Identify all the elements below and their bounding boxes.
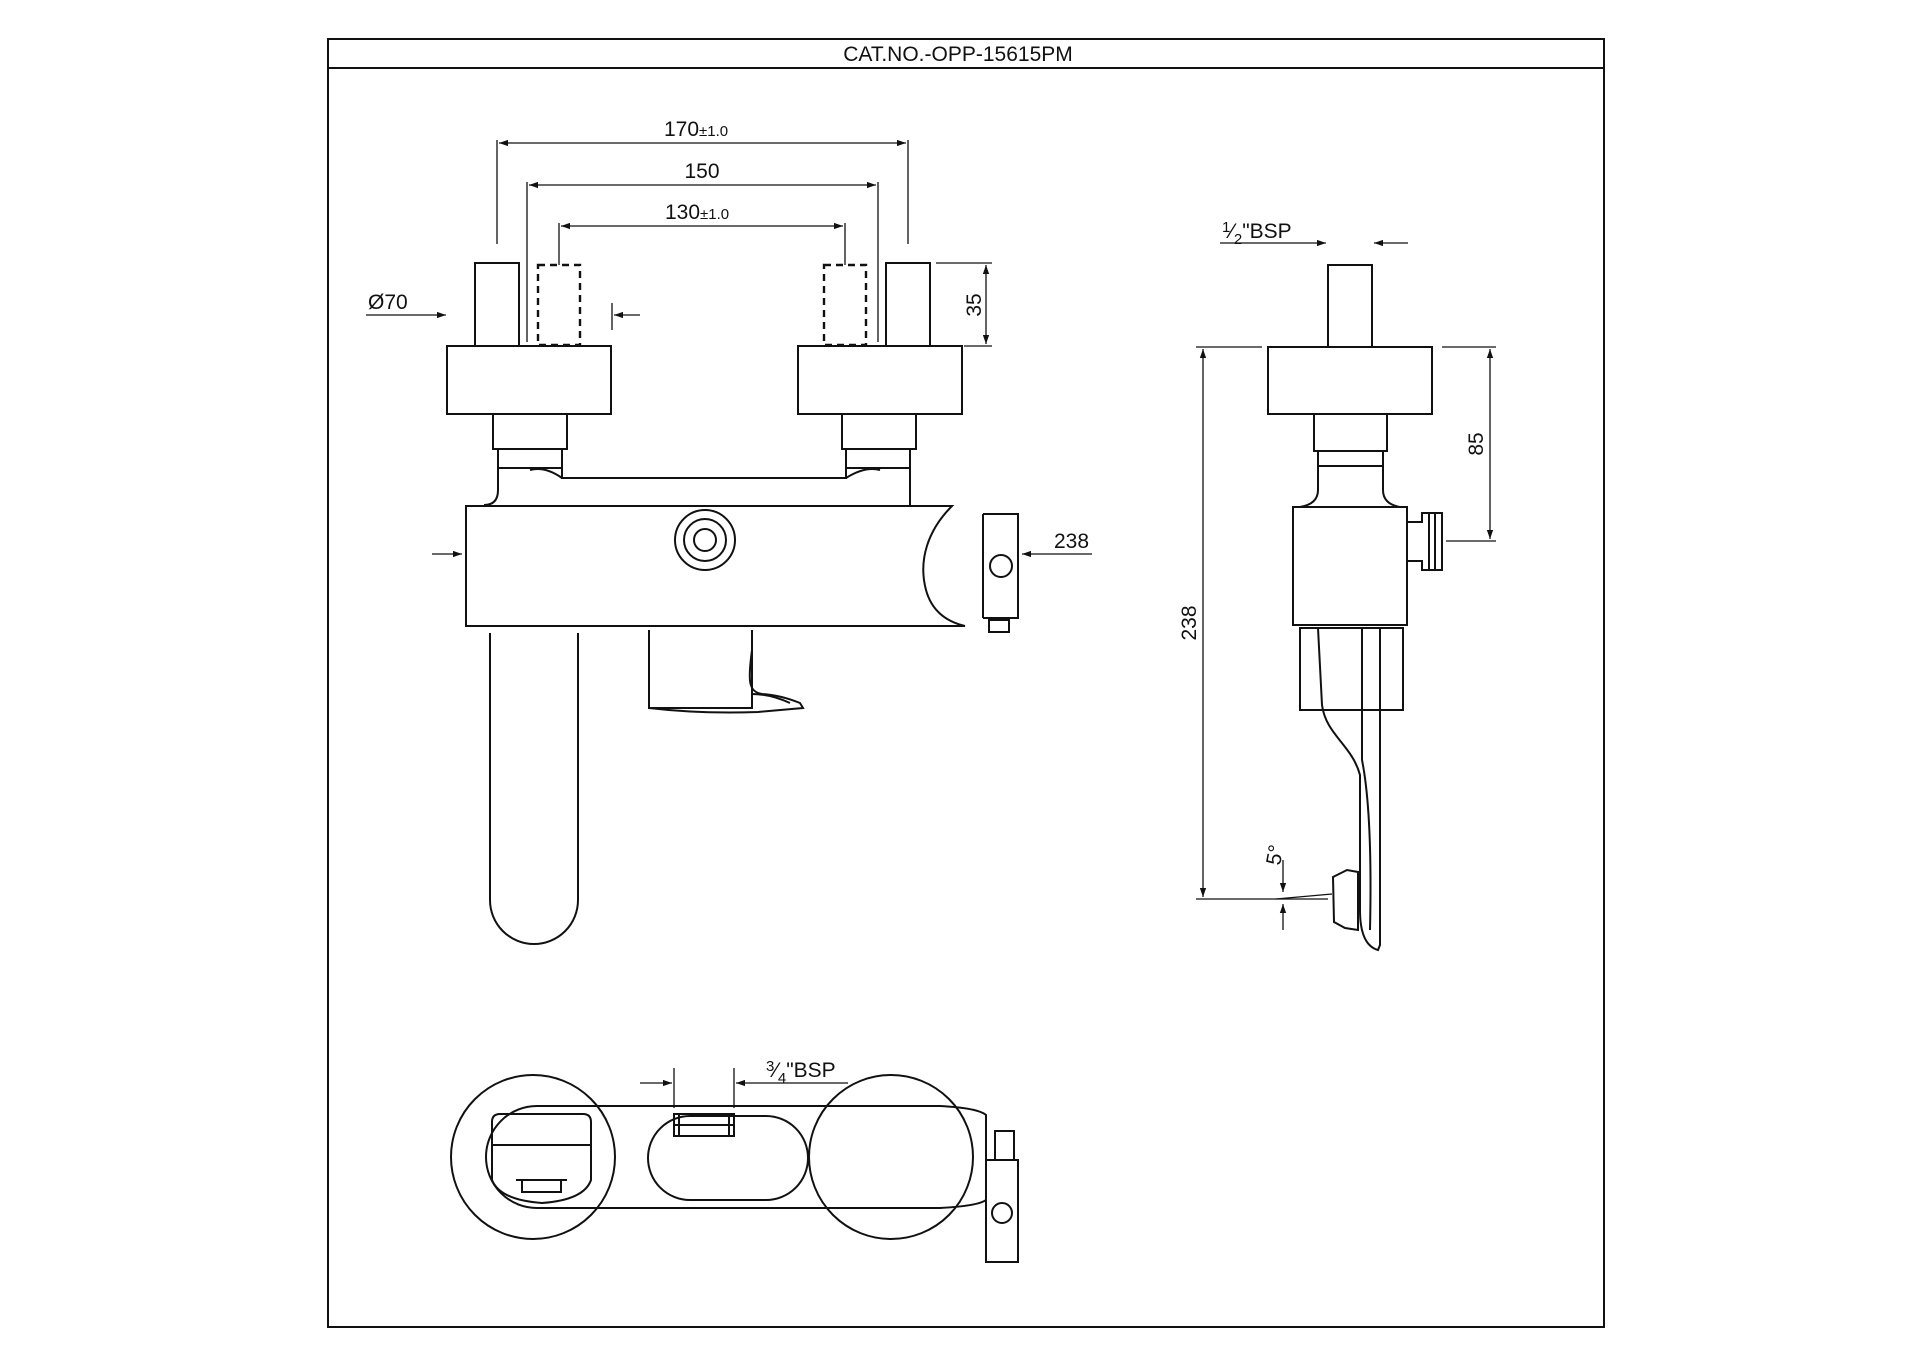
mixer-body (465, 505, 966, 627)
side-view: 1⁄2"BSP 85 238 5° (1178, 219, 1496, 952)
front-view: 170±1.0 150 130±1.0 Ø70 35 238 (366, 118, 1092, 945)
side-body (1292, 506, 1408, 626)
left-inlet-pipe (474, 262, 520, 347)
top-end-cap-frame (985, 1159, 1019, 1263)
right-wall-flange (797, 345, 963, 415)
left-hidden-pipe (536, 263, 582, 347)
dim-238-front-label: 238 (1054, 530, 1089, 553)
top-end-cap-pin (994, 1130, 1015, 1161)
diverter-knob-outer (674, 509, 736, 571)
dim-130-label: 130±1.0 (665, 201, 729, 224)
side-spout-inner (1361, 628, 1372, 931)
top-left-flange (450, 1074, 616, 1240)
spout-outlet (751, 693, 791, 704)
dim-170-label: 170±1.0 (664, 118, 728, 141)
diverter-knob-ring (683, 518, 727, 562)
side-spout-tip (1331, 868, 1359, 932)
side-outlet-detail (1428, 513, 1436, 570)
side-collar (1299, 451, 1401, 508)
dim-150-label: 150 (684, 160, 719, 183)
angle-label: 5° (1262, 843, 1288, 867)
side-handle-block (1299, 627, 1404, 711)
catalog-number: CAT.NO.-OPP-15615PM (843, 43, 1073, 66)
top-bsp-label: 3⁄4"BSP (766, 1058, 836, 1087)
top-view: 3⁄4"BSP (450, 1058, 1019, 1263)
diverter-knob-center (693, 528, 717, 552)
drawing-border (327, 38, 1605, 1328)
top-end-cap (985, 1159, 1019, 1263)
dim-35-label: 35 (963, 293, 986, 316)
right-inlet-pipe (885, 262, 931, 347)
lever-handle (489, 633, 579, 945)
end-cap-screw (989, 554, 1013, 578)
left-wall-flange (446, 345, 612, 415)
connecting-yoke (483, 449, 911, 506)
dim-dia-label: Ø70 (368, 291, 408, 314)
end-cap (983, 513, 1019, 619)
side-neck (1313, 413, 1388, 452)
top-end-cap-screw (991, 1202, 1013, 1224)
bath-spout (648, 630, 805, 714)
top-outlet-nut-detail (674, 1114, 734, 1136)
dim-238-side-label: 238 (1178, 605, 1201, 640)
angle-line (1275, 893, 1333, 900)
dim-85-label: 85 (1465, 432, 1488, 455)
side-inlet-pipe (1327, 264, 1373, 348)
left-neck (492, 413, 568, 450)
top-body (485, 1105, 987, 1209)
side-spout (1317, 627, 1381, 952)
top-lever-detail (492, 1144, 591, 1193)
top-right-flange (808, 1074, 974, 1240)
side-outlet-nut (1407, 512, 1443, 571)
right-neck (841, 413, 917, 450)
top-lever-cap (491, 1113, 592, 1205)
side-wall-flange (1267, 346, 1433, 415)
right-hidden-pipe (822, 263, 868, 347)
end-cap-pin (988, 619, 1010, 633)
